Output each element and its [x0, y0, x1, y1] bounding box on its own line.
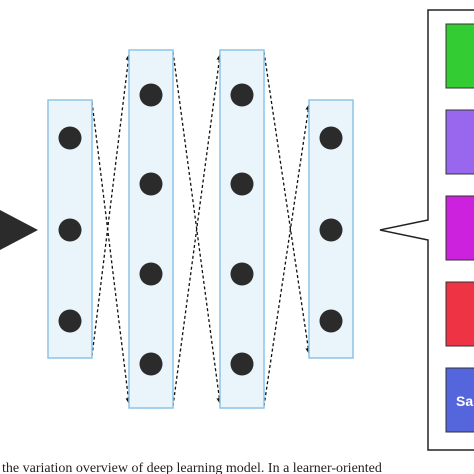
neuron [58, 309, 82, 333]
connection-lines [91, 51, 312, 407]
neuron [230, 172, 254, 196]
output-class-box [445, 195, 474, 261]
neuron [139, 172, 163, 196]
connection-line [172, 54, 223, 407]
neuron [139, 83, 163, 107]
output-class-list: Sa [445, 23, 474, 433]
neuron [58, 218, 82, 242]
triangle-arrow-icon [0, 210, 38, 250]
neuron [139, 352, 163, 376]
output-class-box [445, 23, 474, 89]
figure-caption: the variation overview of deep learning … [2, 461, 382, 474]
output-class-box [445, 109, 474, 175]
neuron [58, 126, 82, 150]
neuron [319, 218, 343, 242]
output-class-box [445, 367, 474, 433]
connection-line [91, 54, 132, 357]
connection-line [91, 101, 132, 404]
neuron [319, 309, 343, 333]
connection-line [172, 51, 223, 404]
output-class-label: Sa [456, 393, 473, 409]
connection-line [263, 51, 312, 354]
neuron [230, 83, 254, 107]
neuron [230, 262, 254, 286]
output-class-box [445, 281, 474, 347]
output-bracket [379, 9, 474, 451]
layer-3-box [219, 49, 265, 409]
connection-line [263, 104, 312, 407]
neuron [230, 352, 254, 376]
neuron [319, 126, 343, 150]
layer-2-box [128, 49, 174, 409]
neuron [139, 262, 163, 286]
network-layers [47, 49, 354, 409]
